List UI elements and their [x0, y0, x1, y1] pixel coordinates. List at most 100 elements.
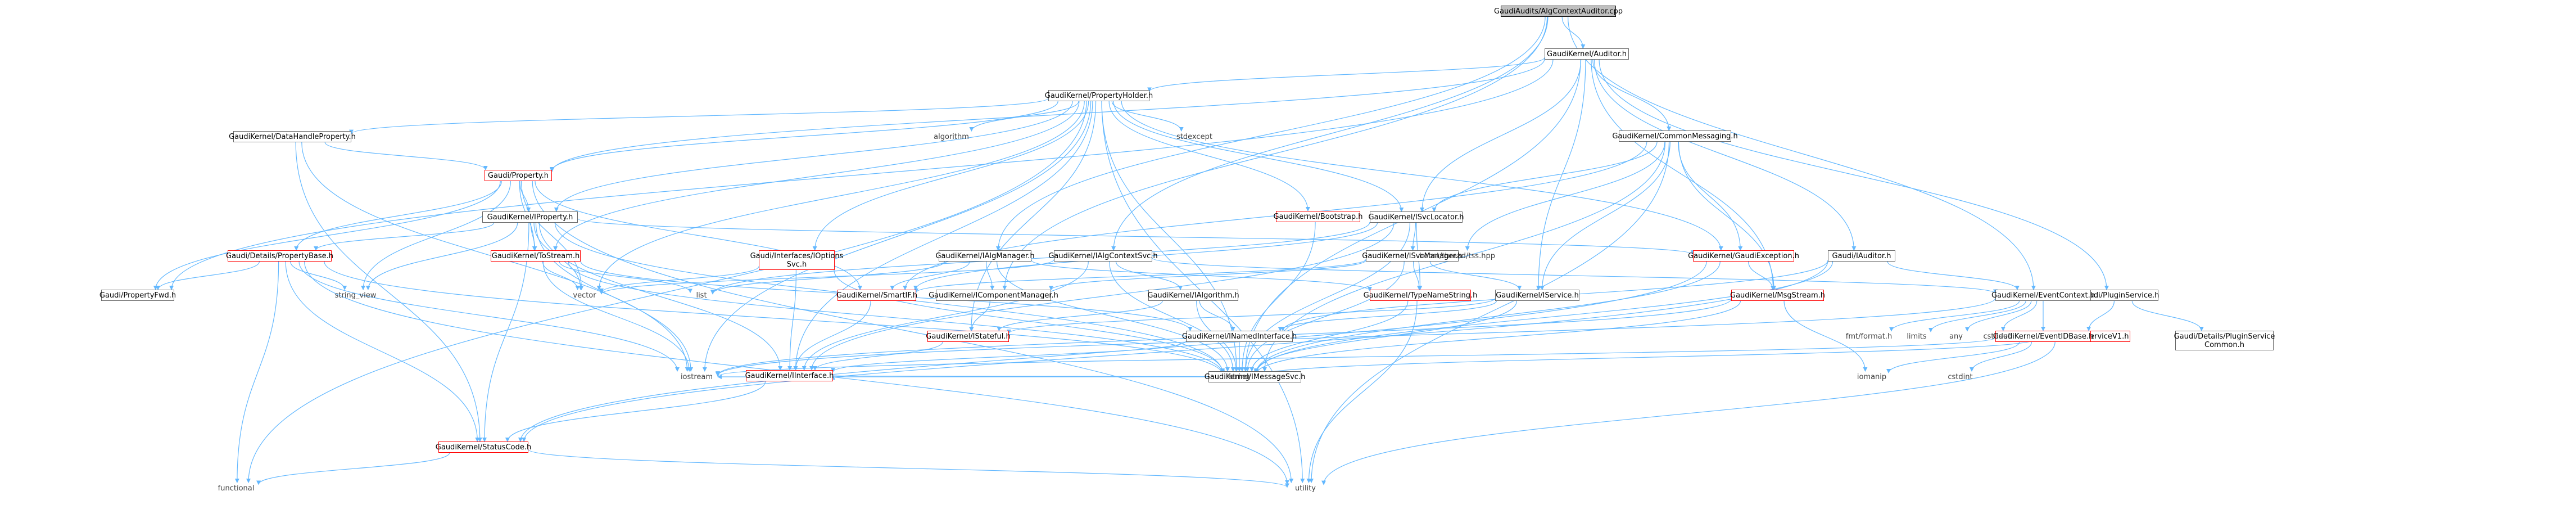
node-auditor-h[interactable]: GaudiKernel/Auditor.h: [1545, 48, 1629, 60]
node-pluginservice[interactable]: Gaudi/PluginService.h: [2079, 290, 2159, 301]
edge-tostream-to-vector: [542, 261, 580, 290]
node-msgstream[interactable]: GaudiKernel/MsgStream.h: [1730, 290, 1825, 301]
node-istateful[interactable]: GaudiKernel/IStateful.h: [926, 331, 1011, 342]
node-iomanip: iomanip: [1857, 372, 1887, 381]
edge-auditor-h-to-isvclocator: [1419, 59, 1582, 212]
node-limits: limits: [1907, 332, 1927, 341]
node-iproperty[interactable]: GaudiKernel/IProperty.h: [482, 211, 578, 223]
node-propertyfwd[interactable]: Gaudi/PropertyFwd.h: [99, 290, 176, 301]
node-isvcmanager[interactable]: GaudiKernel/ISvcManager.h: [1362, 250, 1463, 262]
edge-ialgcontextsvc-to-string: [1109, 261, 1235, 372]
node-icomponentmanager[interactable]: GaudiKernel/IComponentManager.h: [929, 290, 1058, 301]
edge-pluginservicev1-to-utility: [1321, 341, 2056, 485]
edge-propertyholder-to-bootstrap: [1108, 101, 1310, 211]
edge-ialgmanager-to-icomponentmanager: [986, 261, 995, 290]
node-algorithm: algorithm: [934, 132, 969, 141]
node-isvclocator[interactable]: GaudiKernel/ISvcLocator.h: [1369, 211, 1464, 223]
node-ioptionssvc[interactable]: Gaudi/Interfaces/IOptions Svc.h: [750, 250, 843, 270]
node-datahandleproperty[interactable]: GaudiKernel/DataHandleProperty.h: [229, 131, 356, 142]
edge-propertyholder-to-iinterface: [793, 101, 1093, 371]
node-pluginservicecommon[interactable]: Gaudi/Details/PluginService Common.h: [2174, 331, 2275, 350]
node-propertybase[interactable]: Gaudi/Details/PropertyBase.h: [226, 250, 333, 262]
edge-eventcontext-to-cstddef: [2000, 300, 2038, 331]
node-commonmessaging[interactable]: GaudiKernel/CommonMessaging.h: [1612, 130, 1738, 142]
node-eventcontext[interactable]: GaudiKernel/EventContext.h: [1991, 290, 2095, 301]
edge-msgstream-to-iomanip: [1783, 300, 1868, 372]
edge-commonmessaging-to-boost-tss: [1465, 141, 1665, 251]
edge-auditor-h-to-msgstream: [1591, 59, 1776, 290]
edge-istateful-to-iinterface: [812, 341, 943, 371]
edge-auditor-h-to-gaudi-iauditor: [1594, 59, 1857, 251]
edge-auditor-h-to-propertyholder: [1147, 57, 1545, 92]
edge-propertyholder-to-gaudiexception: [1121, 101, 1723, 251]
node-gaudi-iauditor[interactable]: Gaudi/IAuditor.h: [1828, 250, 1895, 262]
edge-auditor-h-to-pluginservice: [1599, 59, 2109, 290]
node-bootstrap[interactable]: GaudiKernel/Bootstrap.h: [1273, 211, 1363, 222]
edge-ialgorithm-to-istateful: [997, 300, 1163, 331]
node-root[interactable]: GaudiAudits/AlgContextAuditor.cpp: [1494, 6, 1623, 17]
edge-isvcmanager-to-string: [1245, 261, 1405, 372]
edge-propertyholder-to-isvclocator: [1113, 101, 1404, 212]
edge-iproperty-to-iinterface: [538, 222, 783, 371]
node-property-h[interactable]: Gaudi/Property.h: [485, 170, 552, 181]
edge-isvclocator-to-isvcmanager: [1410, 222, 1416, 251]
edge-ialgmanager-to-typenamestring: [1031, 259, 1372, 291]
edge-pluginservice-to-pluginservicecommon: [2131, 300, 2204, 331]
node-tostream[interactable]: GaudiKernel/ToStream.h: [491, 250, 581, 262]
edge-commonmessaging-to-imessagesvc: [1262, 141, 1666, 372]
node-iostream: iostream: [680, 372, 713, 381]
edge-eventcontext-to-fmt-format: [1889, 300, 2020, 332]
node-ialgcontextsvc[interactable]: GaudiKernel/IAlgContextSvc.h: [1048, 250, 1158, 262]
edge-propertyholder-to-functional: [246, 101, 1087, 483]
edge-isvcmanager-to-smartif: [914, 259, 1366, 293]
edge-root-to-auditor-h: [1561, 16, 1586, 49]
node-propertyholder[interactable]: GaudiKernel/PropertyHolder.h: [1045, 90, 1153, 101]
edge-propertyholder-to-datahandleproperty: [349, 98, 1049, 134]
edge-propertybase-to-string-view: [290, 261, 347, 290]
edge-commonmessaging-to-utility: [1309, 141, 1670, 483]
node-inamedinterface[interactable]: GaudiKernel/INamedInterface.h: [1182, 331, 1297, 342]
edge-iproperty-to-gaudiexception: [577, 218, 1695, 255]
edge-propertybase-to-propertyfwd: [156, 261, 260, 290]
node-imessagesvc[interactable]: GaudiKernel/IMessageSvc.h: [1205, 371, 1305, 382]
node-ialgorithm[interactable]: GaudiKernel/IAlgorithm.h: [1147, 290, 1239, 301]
node-eventidbase[interactable]: GaudiKernel/EventIDBase.h: [1993, 331, 2093, 342]
edge-isvcmanager-to-iservice: [1429, 261, 1522, 290]
node-smartif[interactable]: GaudiKernel/SmartIF.h: [836, 290, 917, 301]
edge-msgstream-to-string: [1254, 300, 1741, 375]
edge-eventidbase-to-iostream: [716, 337, 1996, 377]
edge-auditor-h-to-propertyfwd: [169, 59, 1554, 290]
node-any: any: [1949, 332, 1963, 341]
edge-property-h-to-propertyfwd: [153, 181, 501, 290]
edge-propertyholder-to-property-h: [550, 101, 1058, 172]
edge-typenamestring-to-utility: [1306, 300, 1418, 483]
edge-iproperty-to-string-view: [365, 222, 518, 290]
edge-isvclocator-to-string: [1243, 222, 1411, 372]
edge-ioptionssvc-to-vector: [599, 266, 759, 294]
node-fmt-format: fmt/format.h: [1845, 332, 1893, 341]
edge-propertybase-to-functional: [234, 261, 279, 483]
edge-ialgmanager-to-list: [710, 261, 945, 295]
node-iinterface[interactable]: GaudiKernel/IInterface.h: [745, 370, 834, 381]
edge-auditor-h-to-property-h: [550, 58, 1545, 173]
edge-pluginservice-to-pluginservicev1: [2086, 300, 2115, 331]
node-gaudiexception[interactable]: GaudiKernel/GaudiException.h: [1688, 250, 1799, 262]
edge-ialgorithm-to-inamedinterface: [1199, 300, 1235, 331]
edge-tostream-to-iostream: [542, 261, 692, 372]
node-iservice[interactable]: GaudiKernel/IService.h: [1495, 290, 1579, 301]
edge-root-to-icomponentmanager: [1002, 16, 1548, 290]
edge-auditor-h-to-iservice: [1536, 59, 1586, 290]
edge-property-h-to-smartif: [535, 181, 863, 290]
node-cstddef: cstddef: [1983, 332, 2011, 341]
node-typenamestring[interactable]: GaudiKernel/TypeNameString.h: [1364, 290, 1477, 301]
edge-eventcontext-to-limits: [1928, 300, 2026, 332]
edge-eventidbase-to-cstdint: [1970, 341, 2032, 372]
node-statuscode[interactable]: GaudiKernel/StatusCode.h: [436, 442, 531, 453]
node-list: list: [696, 291, 707, 300]
edge-isvclocator-to-list: [710, 222, 1370, 295]
edge-root-to-ialgmanager: [995, 16, 1546, 251]
node-ialgmanager[interactable]: GaudiKernel/IAlgManager.h: [935, 250, 1035, 262]
edge-propertyholder-to-iproperty: [554, 101, 1073, 212]
